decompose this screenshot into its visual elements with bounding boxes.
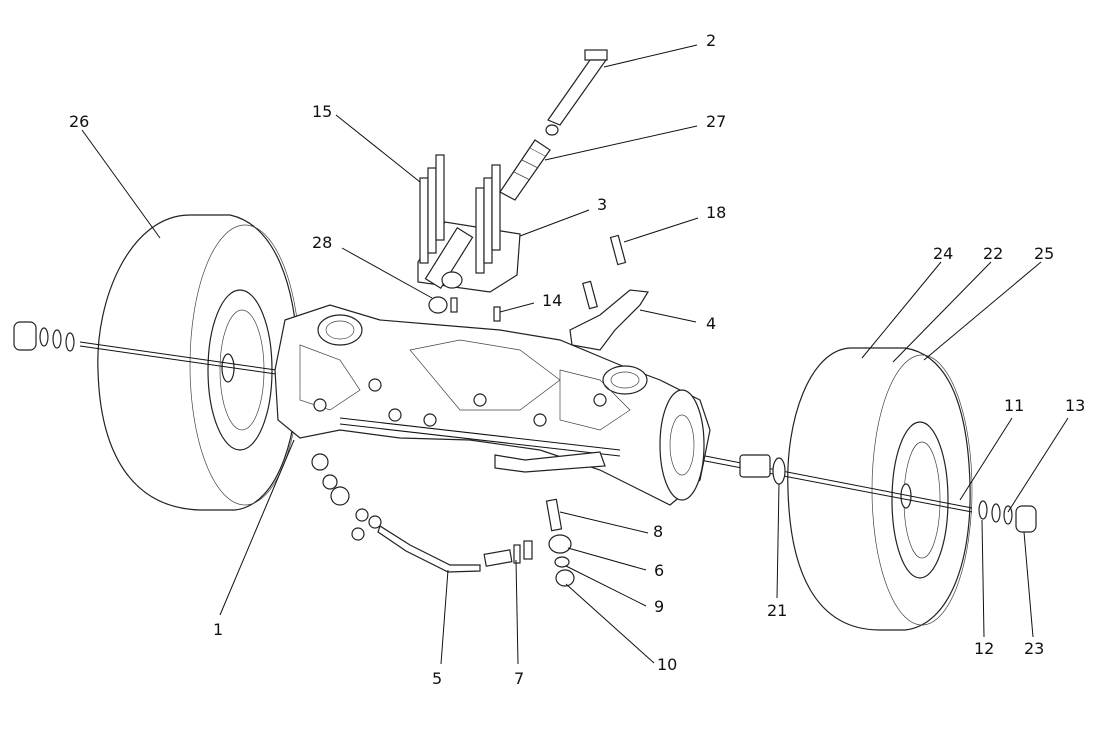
callout-11: 11 (1004, 396, 1024, 415)
callout-13: 13 (1065, 396, 1085, 415)
callout-3: 3 (597, 195, 607, 214)
pin-14 (493, 306, 501, 322)
callout-2: 2 (706, 31, 716, 50)
left-hub-parts (13, 321, 291, 377)
sleeve-24 (499, 139, 551, 201)
bolts-15 (419, 154, 501, 274)
callout-21: 23 (1024, 639, 1044, 658)
callout-14: 14 (542, 291, 562, 310)
callout-27: 25 (1034, 244, 1054, 263)
callout-12: 12 (974, 639, 994, 658)
callout-28: 21 (767, 601, 787, 620)
callout-8: 8 (653, 522, 663, 541)
bracket-4 (569, 280, 650, 351)
callout-9: 9 (654, 597, 664, 616)
right-hub-parts (699, 454, 1037, 533)
callout-25: 28 (312, 233, 332, 252)
callout-22: 22 (983, 244, 1003, 263)
leader-lines (81, 44, 1069, 665)
tie-rod-5 (311, 453, 575, 587)
stud-25 (428, 296, 458, 314)
callout-6: 6 (654, 561, 664, 580)
callout-4: 4 (706, 314, 716, 333)
pin-2 (545, 49, 608, 136)
right-wheel (787, 347, 973, 631)
callout-23: 26 (69, 112, 89, 131)
callout-10: 10 (657, 655, 677, 674)
callout-1: 1 (213, 620, 223, 639)
callout-18: 18 (706, 203, 726, 222)
callout-7: 7 (514, 669, 524, 688)
callout-26: 24 (933, 244, 953, 263)
callout-24: 27 (706, 112, 726, 131)
callout-5: 5 (432, 669, 442, 688)
bolt-18 (609, 234, 627, 266)
transaxle-body (274, 304, 711, 506)
callout-15: 15 (312, 102, 332, 121)
callout-labels: 26 2 15 27 3 18 28 14 4 24 22 25 11 13 1… (69, 31, 1085, 688)
